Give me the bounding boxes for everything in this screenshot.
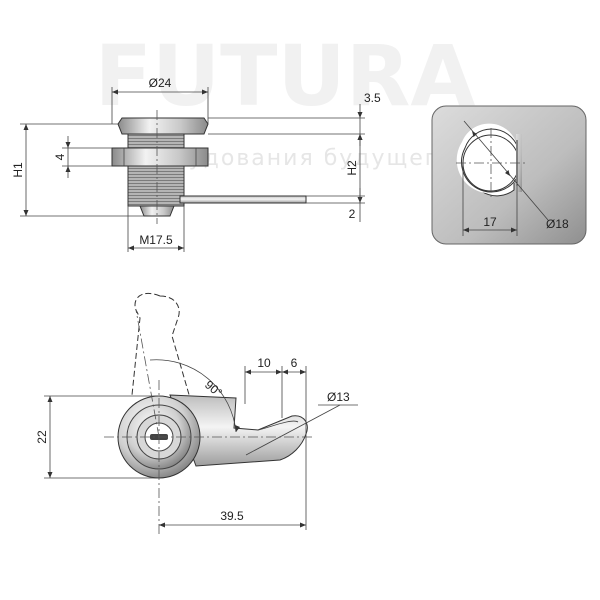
dim-height-2: H2 <box>345 160 359 176</box>
lock-nut <box>111 147 209 167</box>
dim-hook-width-a: 10 <box>257 356 271 370</box>
side-view-dimensions: Ø24 H1 4 3.5 H2 2 M17.5 <box>11 76 381 252</box>
front-view: 90° <box>104 292 312 536</box>
thread-upper <box>127 133 185 149</box>
dim-thread: M17.5 <box>139 233 173 247</box>
dim-height-1: H1 <box>11 162 25 178</box>
lock-plug <box>139 205 175 217</box>
front-view-dimensions: 22 10 6 Ø13 39.5 <box>35 356 358 530</box>
dim-hook-diameter: Ø13 <box>327 390 350 404</box>
dim-head-diameter: Ø24 <box>149 76 172 90</box>
dim-body-height: 22 <box>35 430 49 444</box>
dim-hook-width-b: 6 <box>291 356 298 370</box>
cam-bar <box>179 195 307 204</box>
dim-cutout-diameter: Ø18 <box>546 217 569 231</box>
dim-cam-offset: 2 <box>349 207 356 221</box>
watermark-brand: FUTURA <box>95 27 476 125</box>
dim-nut-thickness: 4 <box>53 153 67 160</box>
panel-cutout: 17 Ø18 <box>431 105 587 245</box>
dim-head-thickness: 3.5 <box>364 91 381 105</box>
lock-head <box>117 117 209 135</box>
thread-body <box>127 165 185 207</box>
dim-cutout-flat: 17 <box>483 215 497 229</box>
side-view <box>111 110 307 224</box>
dim-cam-length: 39.5 <box>220 509 244 523</box>
